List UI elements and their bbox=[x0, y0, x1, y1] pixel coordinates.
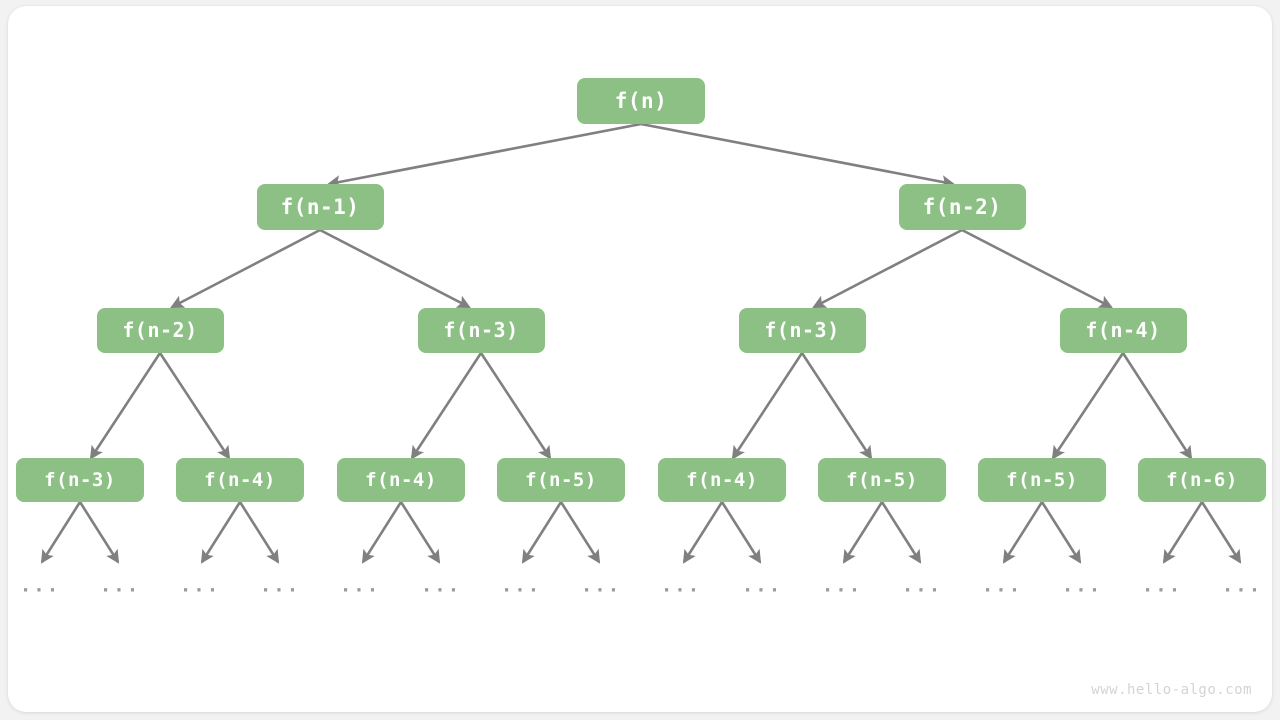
tree-node-label: f(n) bbox=[614, 89, 668, 113]
tree-node-n14[interactable]: f(n-6) bbox=[1138, 458, 1266, 502]
tree-node-n0[interactable]: f(n) bbox=[577, 78, 705, 124]
watermark: www.hello-algo.com bbox=[1091, 682, 1252, 698]
ellipsis-e10: ... bbox=[821, 574, 863, 597]
tree-node-label: f(n-4) bbox=[686, 469, 758, 491]
tree-node-label: f(n-3) bbox=[443, 318, 519, 342]
ellipsis-e14: ... bbox=[1141, 574, 1183, 597]
tree-node-n5[interactable]: f(n-3) bbox=[738, 307, 866, 353]
tree-node-n9[interactable]: f(n-4) bbox=[337, 458, 465, 502]
ellipsis-e13: ... bbox=[1061, 574, 1103, 597]
tree-node-n4[interactable]: f(n-3) bbox=[417, 307, 545, 353]
tree-node-label: f(n-6) bbox=[1166, 469, 1238, 491]
tree-node-n11[interactable]: f(n-4) bbox=[658, 458, 786, 502]
tree-node-label: f(n-2) bbox=[122, 318, 198, 342]
tree-node-label: f(n-2) bbox=[922, 195, 1002, 219]
ellipsis-e7: ... bbox=[580, 574, 622, 597]
ellipsis-e9: ... bbox=[741, 574, 783, 597]
tree-node-n6[interactable]: f(n-4) bbox=[1059, 307, 1187, 353]
tree-node-label: f(n-3) bbox=[764, 318, 840, 342]
tree-node-n12[interactable]: f(n-5) bbox=[818, 458, 946, 502]
tree-node-label: f(n-5) bbox=[1006, 469, 1078, 491]
ellipsis-e11: ... bbox=[901, 574, 943, 597]
ellipsis-e12: ... bbox=[981, 574, 1023, 597]
tree-node-label: f(n-5) bbox=[846, 469, 918, 491]
ellipsis-e15: ... bbox=[1221, 574, 1263, 597]
ellipsis-e4: ... bbox=[339, 574, 381, 597]
tree-node-n7[interactable]: f(n-3) bbox=[16, 458, 144, 502]
tree-node-n13[interactable]: f(n-5) bbox=[978, 458, 1106, 502]
ellipsis-e8: ... bbox=[660, 574, 702, 597]
ellipsis-e0: ... bbox=[19, 574, 61, 597]
ellipsis-e6: ... bbox=[500, 574, 542, 597]
tree-node-label: f(n-4) bbox=[204, 469, 276, 491]
ellipsis-e3: ... bbox=[259, 574, 301, 597]
ellipsis-e2: ... bbox=[179, 574, 221, 597]
tree-node-n1[interactable]: f(n-1) bbox=[256, 184, 384, 230]
tree-node-n3[interactable]: f(n-2) bbox=[96, 307, 224, 353]
tree-node-label: f(n-1) bbox=[280, 195, 360, 219]
ellipsis-e1: ... bbox=[99, 574, 141, 597]
tree-node-n8[interactable]: f(n-4) bbox=[176, 458, 304, 502]
ellipsis-e5: ... bbox=[420, 574, 462, 597]
tree-node-n10[interactable]: f(n-5) bbox=[497, 458, 625, 502]
tree-node-label: f(n-4) bbox=[365, 469, 437, 491]
tree-node-label: f(n-3) bbox=[44, 469, 116, 491]
tree-node-n2[interactable]: f(n-2) bbox=[898, 184, 1026, 230]
tree-node-label: f(n-4) bbox=[1085, 318, 1161, 342]
tree-node-label: f(n-5) bbox=[525, 469, 597, 491]
